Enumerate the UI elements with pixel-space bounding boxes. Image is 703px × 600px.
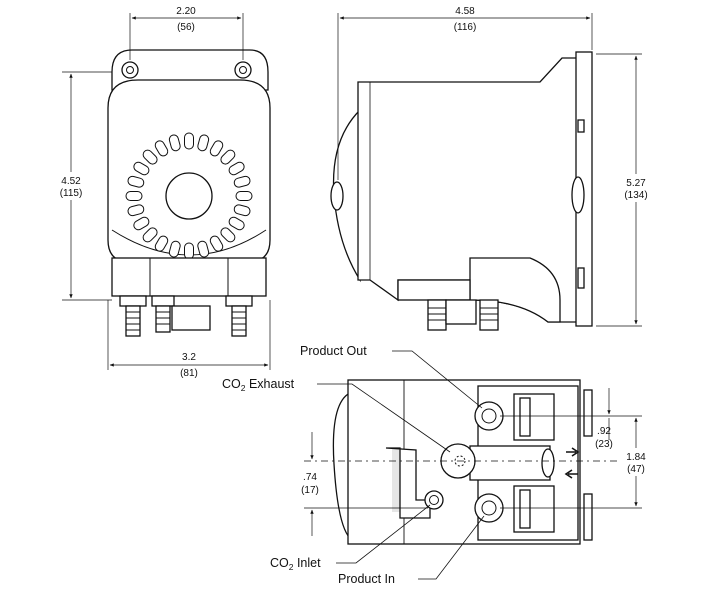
flow-arrow-icon	[566, 447, 580, 457]
vent-slot	[154, 235, 169, 252]
co2-inlet-port	[424, 490, 444, 510]
side-fittings	[397, 279, 499, 331]
vent-slot	[228, 161, 245, 176]
vent-slot	[154, 140, 169, 157]
callout-product-out: Product Out	[300, 344, 483, 409]
dim-value: .92	[597, 426, 611, 437]
vent-slot	[228, 216, 245, 231]
vent-slot	[209, 235, 224, 252]
vent-slot	[235, 191, 253, 201]
rotor-hub	[165, 172, 213, 220]
vent-slot	[168, 134, 181, 152]
dim-value: 4.52	[61, 176, 81, 187]
dim-value: 5.27	[626, 178, 646, 189]
dim-metric: (47)	[627, 464, 645, 475]
side-view: 4.58 (116) 5.27 (134)	[330, 6, 654, 331]
vent-slot	[220, 149, 236, 165]
mount-hole-icon	[121, 61, 139, 79]
vent-slot	[209, 140, 224, 157]
dim-metric: (116)	[454, 22, 477, 33]
dim-metric: (56)	[177, 22, 195, 33]
vent-slot	[133, 216, 150, 231]
vent-slot	[197, 134, 210, 152]
vent-slot	[142, 149, 158, 165]
callout-co2-exhaust: CO2 Exhaust	[222, 377, 451, 453]
bottom-view: .92 (23) 1.84 (47) .74 (17) Product Out …	[222, 344, 654, 586]
flow-arrow-icon	[564, 469, 578, 479]
product-in-port	[474, 493, 504, 523]
front-view: 2.20 (56) 4.52 (115) 3.2 (81)	[54, 6, 271, 379]
label-product-in: Product In	[338, 572, 395, 586]
label-co2-exhaust: CO2 Exhaust	[222, 377, 295, 393]
vent-slot	[233, 204, 251, 217]
callout-co2-inlet: CO2 Inlet	[270, 504, 431, 572]
vent-slot	[127, 175, 145, 188]
vent-slot	[142, 227, 158, 243]
vent-slot	[168, 240, 181, 258]
vent-slot	[184, 132, 194, 150]
dim-value: 1.84	[626, 452, 646, 463]
fitting-center	[151, 295, 211, 333]
vent-slot	[220, 227, 236, 243]
mount-hole-icon	[234, 61, 252, 79]
vent-slot	[127, 204, 145, 217]
callout-product-in: Product In	[338, 515, 485, 586]
dim-front-base: 3.2 (81)	[107, 300, 271, 379]
dim-front-height: 4.52 (115)	[54, 71, 112, 301]
dim-side-depth: 4.58 (116)	[337, 6, 593, 180]
vent-slot	[184, 242, 194, 260]
dim-metric: (23)	[595, 439, 613, 450]
vent-ring	[125, 132, 253, 260]
dim-metric: (81)	[180, 368, 198, 379]
dim-front-width: 2.20 (56)	[129, 6, 244, 60]
dim-metric: (115)	[60, 188, 83, 199]
dim-port-spacing: .92 (23) 1.84 (47)	[500, 388, 654, 509]
label-product-out: Product Out	[300, 344, 367, 358]
dim-inlet-offset: .74 (17)	[301, 432, 428, 536]
vent-slot	[197, 240, 210, 258]
vent-slot	[233, 175, 251, 188]
dim-metric: (17)	[301, 485, 319, 496]
vent-slot	[125, 191, 143, 201]
fitting-right	[225, 295, 253, 337]
dim-value: 2.20	[176, 6, 196, 17]
label-co2-inlet: CO2 Inlet	[270, 556, 321, 572]
dim-side-height: 5.27 (134)	[596, 53, 654, 327]
dim-value: 3.2	[182, 352, 196, 363]
fitting-left	[119, 295, 147, 337]
vent-slot	[133, 161, 150, 176]
dim-value: .74	[303, 472, 317, 483]
dim-value: 4.58	[455, 6, 475, 17]
dim-metric: (134)	[624, 190, 647, 201]
